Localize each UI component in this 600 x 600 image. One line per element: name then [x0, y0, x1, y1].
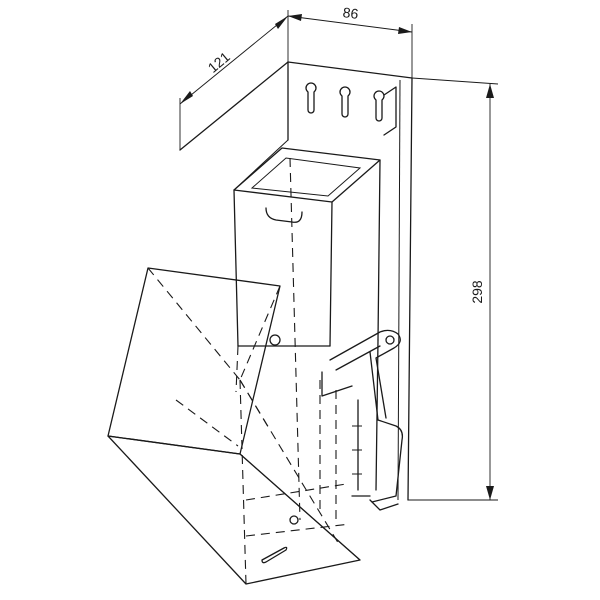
- dimension-depth: 121: [179, 10, 289, 150]
- keyhole-slots: [305, 82, 397, 136]
- front-cover: [107, 267, 361, 585]
- dimension-height-label: 298: [469, 280, 485, 304]
- dimension-depth-label: 121: [205, 48, 233, 75]
- hidden-lines: [147, 157, 351, 585]
- dimension-height: 298: [408, 77, 499, 501]
- lower-housing: [351, 339, 404, 511]
- latch-mechanism: [321, 329, 401, 421]
- roll-chamber: [233, 147, 381, 347]
- keyhole-slot-left: [305, 82, 317, 114]
- dispense-slot: [261, 546, 288, 564]
- keyhole-slot-middle: [339, 86, 351, 118]
- dimension-width-label: 86: [342, 4, 360, 22]
- keyhole-slot-right: [373, 90, 385, 122]
- dimension-width: 86: [287, 4, 413, 78]
